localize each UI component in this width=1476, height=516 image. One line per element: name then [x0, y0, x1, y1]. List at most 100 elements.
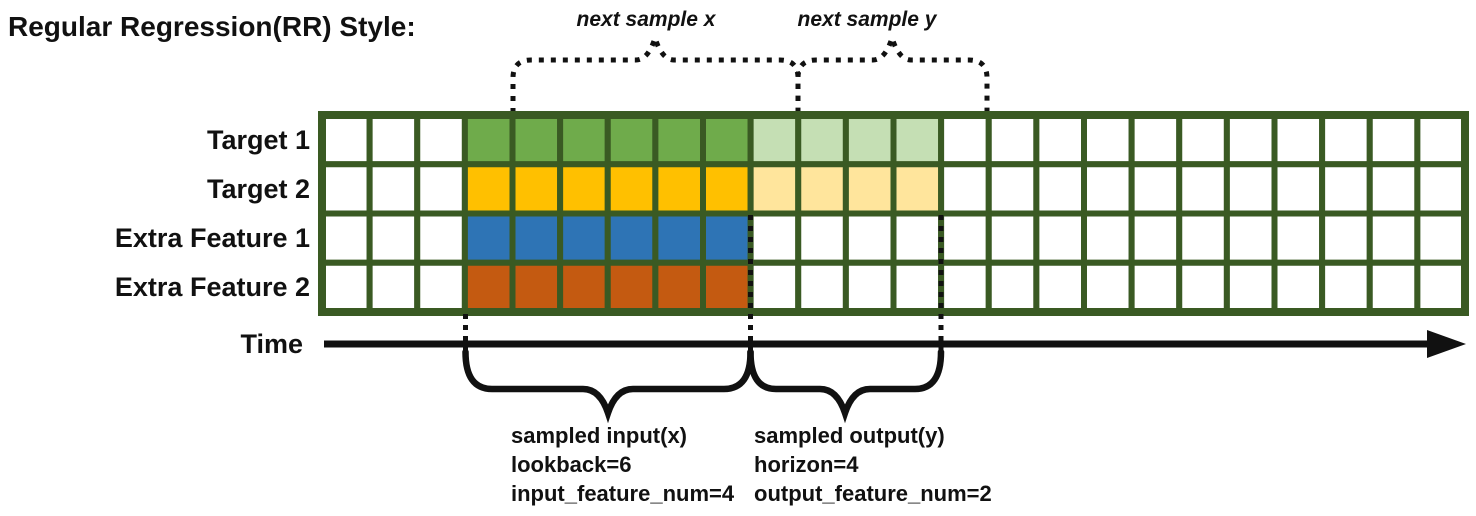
grid-outer-border — [318, 111, 1469, 316]
grid-cell — [1414, 259, 1468, 315]
grid-cell — [557, 112, 611, 168]
time-axis-label: Time — [240, 329, 303, 359]
sampled-input-brace — [462, 348, 754, 424]
grid-cell — [366, 161, 421, 217]
grid-cell — [1366, 112, 1421, 168]
grid-cell — [1128, 259, 1183, 315]
grid-cell — [985, 112, 1040, 168]
grid-cell — [319, 210, 373, 266]
grid-cell — [366, 259, 421, 315]
grid-cell — [461, 161, 516, 217]
grid-cell — [509, 161, 564, 217]
grid-cell — [1033, 161, 1087, 217]
grid-cell — [604, 259, 659, 315]
grid-cell — [461, 210, 516, 266]
input-feature-num-value: input_feature_num=4 — [511, 481, 735, 506]
row-label-extra-feature-2: Extra Feature 2 — [115, 272, 310, 302]
grid-cell — [366, 112, 421, 168]
grid-cell — [1319, 161, 1373, 217]
grid-cell — [604, 112, 659, 168]
horizon-value: horizon=4 — [754, 452, 859, 477]
grid-cell — [414, 210, 468, 266]
next-sample-y-brace — [795, 29, 990, 113]
grid-cell — [1271, 259, 1326, 315]
grid-cell — [795, 112, 849, 168]
grid-cell — [1414, 112, 1468, 168]
grid-cell — [366, 210, 421, 266]
grid-cell — [890, 112, 945, 168]
grid-cell — [1366, 259, 1421, 315]
grid-cell — [700, 210, 754, 266]
grid-cell — [1319, 259, 1373, 315]
grid-cell — [1176, 161, 1230, 217]
grid-cell — [652, 210, 706, 266]
grid-cell — [1223, 259, 1278, 315]
timeseries-grid — [319, 112, 1468, 315]
grid-cell — [890, 259, 945, 315]
grid-cell — [842, 210, 897, 266]
sampled-input-title: sampled input(x) — [511, 423, 687, 448]
page-title: Regular Regression(RR) Style: — [8, 11, 416, 42]
grid-cell — [842, 161, 897, 217]
grid-cell — [1271, 161, 1326, 217]
grid-cell — [700, 259, 754, 315]
grid-cell — [1033, 259, 1087, 315]
grid-cell — [509, 112, 564, 168]
grid-cell — [985, 210, 1040, 266]
grid-cell — [1033, 112, 1087, 168]
grid-cell — [938, 259, 992, 315]
grid-cell — [652, 259, 706, 315]
row-label-target-1: Target 1 — [207, 125, 310, 155]
grid-cell — [747, 210, 802, 266]
grid-cell — [1366, 210, 1421, 266]
grid-cell — [557, 259, 611, 315]
grid-cell — [1081, 161, 1135, 217]
grid-cell — [557, 161, 611, 217]
grid-cell — [1319, 210, 1373, 266]
grid-cell — [461, 259, 516, 315]
grid-cell — [890, 210, 945, 266]
grid-cell — [700, 161, 754, 217]
grid-cell — [1128, 210, 1183, 266]
grid-cell — [1223, 112, 1278, 168]
grid-cell — [652, 112, 706, 168]
grid-cell — [795, 259, 849, 315]
grid-cell — [938, 161, 992, 217]
next-sample-x-label: next sample x — [577, 8, 717, 31]
grid-cell — [1128, 161, 1183, 217]
grid-cell — [842, 112, 897, 168]
grid-cell — [1319, 112, 1373, 168]
grid-cell — [795, 210, 849, 266]
next-sample-x-brace — [510, 29, 801, 113]
grid-cell — [461, 112, 516, 168]
grid-cell — [414, 259, 468, 315]
grid-cell — [747, 112, 802, 168]
grid-cell — [414, 112, 468, 168]
grid-cell — [795, 161, 849, 217]
grid-cell — [604, 210, 659, 266]
time-axis-arrowhead-icon — [1427, 330, 1466, 358]
grid-cell — [1271, 210, 1326, 266]
grid-cell — [1414, 161, 1468, 217]
grid-cell — [414, 161, 468, 217]
grid-cell — [1176, 210, 1230, 266]
grid-cell — [938, 210, 992, 266]
grid-cell — [985, 259, 1040, 315]
grid-cell — [700, 112, 754, 168]
grid-cell — [1271, 112, 1326, 168]
grid-cell — [1081, 210, 1135, 266]
grid-cell — [747, 161, 802, 217]
row-label-target-2: Target 2 — [207, 174, 310, 204]
grid-cell — [319, 161, 373, 217]
grid-cell — [1366, 161, 1421, 217]
grid-cell — [509, 210, 564, 266]
sampled-output-brace — [747, 348, 945, 424]
grid-cell — [1033, 210, 1087, 266]
lookback-value: lookback=6 — [511, 452, 631, 477]
output-feature-num-value: output_feature_num=2 — [754, 481, 992, 506]
grid-cell — [1176, 259, 1230, 315]
grid-cell — [557, 210, 611, 266]
grid-cell — [842, 259, 897, 315]
